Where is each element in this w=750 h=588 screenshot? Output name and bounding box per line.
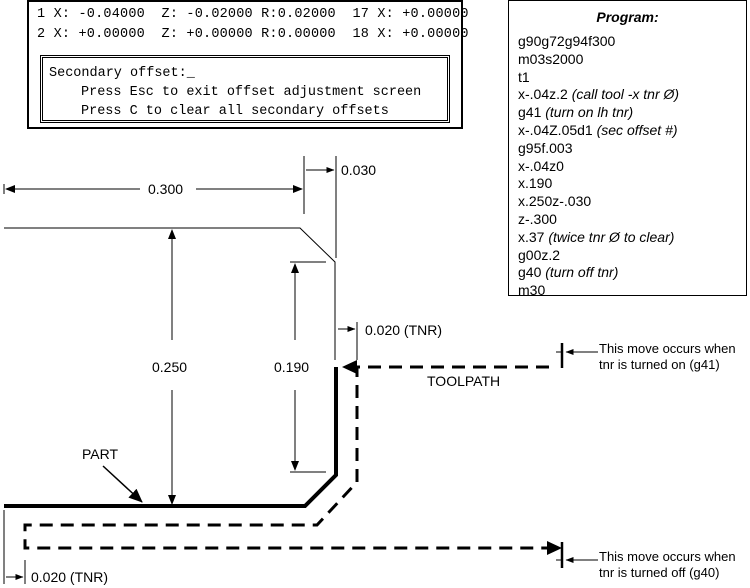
program-line: g90g72g94f300 [518,33,746,51]
program-title: Program: [596,9,659,25]
program-code: x-.04Z.05d1 [518,121,597,138]
program-line: x.250z-.030 [518,193,746,211]
dim-030-label: 0.030 [341,162,376,178]
toolpath-arrow-left [342,360,357,374]
program-line: g40 (turn off tnr) [518,264,746,282]
tnr-top-label: 0.020 (TNR) [365,322,442,338]
program-code: x.190 [518,175,553,192]
offset-row-2: 2 X: +0.00000 Z: +0.00000 R:0.00000 18 X… [37,27,469,42]
note-tnr-off-line-2: tnr is turned off (g40) [599,565,719,580]
program-line: g95f.003 [518,140,746,158]
part-arrow [102,465,143,503]
part-outline [4,227,336,360]
program-code: x.37 [518,228,549,245]
program-code: x-.04z0 [518,157,564,174]
secondary-offset-box[interactable]: Secondary offset:_ Press Esc to exit off… [40,55,450,123]
program-line: x.37 (twice tnr Ø to clear) [518,229,746,247]
program-line: x.190 [518,175,746,193]
program-code: x-.04z.2 [518,86,572,103]
program-line: g41 (turn on lh tnr) [518,104,746,122]
program-line: m30 [518,282,746,300]
note-tnr-off-line-1: This move occurs when [599,549,736,564]
help-esc-text: Press Esc to exit offset adjustment scre… [81,85,422,100]
program-code: g40 [518,264,546,281]
program-line: z-.300 [518,211,746,229]
dim-250-label: 0.250 [152,359,187,375]
program-line: t1 [518,69,746,87]
program-comment: (sec offset #) [596,121,678,138]
offset-screen: 1 X: -0.04000 Z: -0.02000 R:0.02000 17 X… [27,0,468,129]
program-code: z-.300 [518,210,557,227]
program-line: g00z.2 [518,247,746,265]
help-clear-text: Press C to clear all secondary offsets [81,104,389,119]
program-line: x-.04z.2 (call tool -x tnr Ø) [518,86,746,104]
part-profile [4,367,338,508]
offset-row-1: 1 X: -0.04000 Z: -0.02000 R:0.02000 17 X… [37,7,469,22]
dim-300-label: 0.300 [148,181,183,197]
part-label: PART [82,446,118,462]
program-code: g00z.2 [518,246,561,263]
program-comment: (turn on lh tnr) [545,104,634,121]
program-code: m30 [518,282,546,299]
program-code: x.250z-.030 [518,193,592,210]
toolpath-label: TOOLPATH [427,373,500,389]
program-line: x-.04Z.05d1 (sec offset #) [518,122,746,140]
tnr-bottom-label: 0.020 (TNR) [31,569,108,585]
program-line: m03s2000 [518,51,746,69]
note-tnr-on-line-2: tnr is turned on (g41) [599,357,720,372]
program-comment: (twice tnr Ø to clear) [548,228,675,245]
program-code: g90g72g94f300 [518,33,616,49]
dim-190-label: 0.190 [274,359,309,375]
program-comment: (call tool -x tnr Ø) [571,86,680,103]
program-code: m03s2000 [518,50,584,67]
program-code: g41 [518,104,546,121]
program-code: t1 [518,68,530,85]
program-line: x-.04z0 [518,158,746,176]
toolpath-arrow-right [547,541,562,555]
program-code: g95f.003 [518,139,573,156]
note-tnr-on-line-1: This move occurs when [599,341,736,356]
secondary-offset-prompt[interactable]: Secondary offset:_ [49,66,195,81]
program-comment: (turn off tnr) [545,264,619,281]
